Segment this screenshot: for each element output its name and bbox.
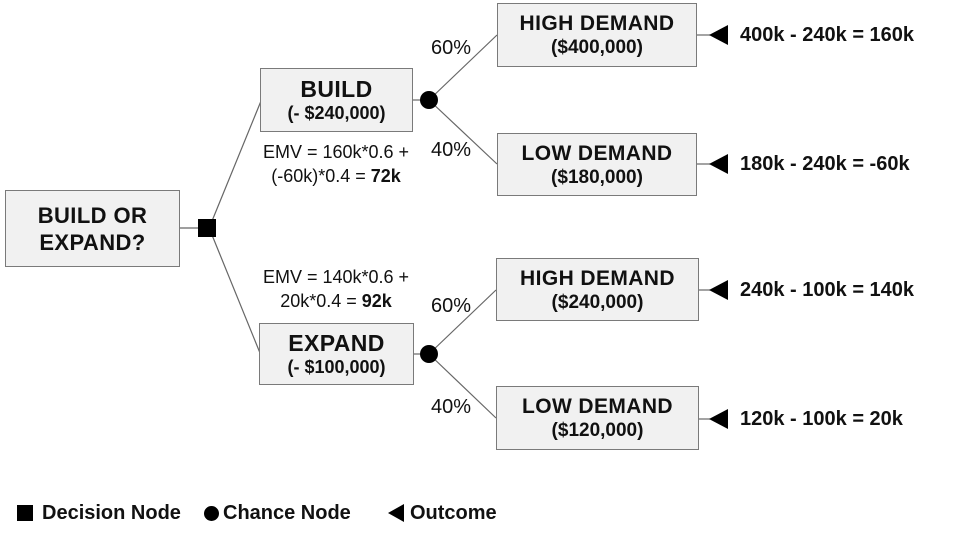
expand-option-box: EXPAND (- $100,000): [259, 323, 414, 385]
legend-item-decision-node: Decision Node: [17, 502, 181, 524]
build-emv-annotation: EMV = 160k*0.6 + (-60k)*0.4 =72k: [255, 140, 417, 188]
legend-chance-label: Chance Node: [223, 501, 351, 524]
outcome-box-expand-low: LOW DEMAND ($120,000): [496, 386, 699, 450]
build-high-probability: 60%: [430, 37, 472, 59]
root-label-line1: BUILD OR: [37, 202, 148, 228]
legend-item-outcome: Outcome: [388, 502, 497, 524]
expand-emv-annotation: EMV = 140k*0.6 + 20k*0.4 =92k: [255, 265, 417, 313]
expand-cost: (- $100,000): [287, 357, 386, 377]
legend-decision-label: Decision Node: [42, 501, 181, 524]
outcome-box-build-high: HIGH DEMAND ($400,000): [497, 3, 697, 67]
decision-node-icon: [198, 219, 216, 237]
expand-low-probability: 40%: [430, 396, 472, 418]
build-low-probability: 40%: [430, 139, 472, 161]
outcome-icon: [388, 504, 404, 522]
payoff-calculation-expand-low: 120k - 100k = 20k: [740, 408, 903, 430]
build-emv-line2: (-60k)*0.4 =72k: [271, 166, 401, 186]
outcome-icon: [709, 154, 728, 174]
expand-emv-result: 92k: [361, 291, 392, 311]
legend-outcome-label: Outcome: [410, 501, 497, 524]
chance-node-icon: [204, 505, 219, 521]
outcome-payoff: ($180,000): [551, 166, 643, 188]
outcome-label: HIGH DEMAND: [520, 266, 675, 290]
outcome-label: LOW DEMAND: [521, 141, 673, 165]
outcome-box-expand-high: HIGH DEMAND ($240,000): [496, 258, 699, 321]
expand-emv-line1: EMV = 140k*0.6 +: [262, 267, 410, 287]
decision-node-icon: [17, 505, 33, 521]
outcome-payoff: ($240,000): [551, 291, 644, 313]
outcome-icon: [709, 25, 728, 45]
outcome-label: HIGH DEMAND: [519, 12, 675, 35]
legend-item-chance-node: Chance Node: [204, 502, 351, 524]
build-option-box: BUILD (- $240,000): [260, 68, 413, 132]
outcome-payoff: ($120,000): [551, 420, 644, 441]
chance-node-icon-build: [420, 91, 438, 109]
outcome-icon: [709, 280, 728, 300]
build-label: BUILD: [300, 76, 373, 102]
build-emv-result: 72k: [370, 166, 401, 186]
payoff-calculation-build-high: 400k - 240k = 160k: [740, 24, 915, 46]
payoff-calculation-build-low: 180k - 240k = -60k: [740, 153, 910, 175]
build-emv-line1: EMV = 160k*0.6 +: [262, 142, 410, 162]
root-label-line2: EXPAND?: [39, 229, 146, 255]
chance-node-icon-expand: [420, 345, 438, 363]
payoff-calculation-expand-high: 240k - 100k = 140k: [740, 279, 915, 301]
expand-label: EXPAND: [288, 330, 385, 356]
outcome-label: LOW DEMAND: [522, 395, 673, 418]
outcome-box-build-low: LOW DEMAND ($180,000): [497, 133, 697, 196]
outcome-payoff: ($400,000): [551, 37, 643, 58]
outcome-icon: [709, 409, 728, 429]
build-cost: (- $240,000): [287, 103, 386, 123]
expand-emv-line2: 20k*0.4 =92k: [280, 291, 392, 311]
root-decision-box: BUILD OR EXPAND?: [5, 190, 180, 267]
expand-high-probability: 60%: [430, 295, 472, 317]
